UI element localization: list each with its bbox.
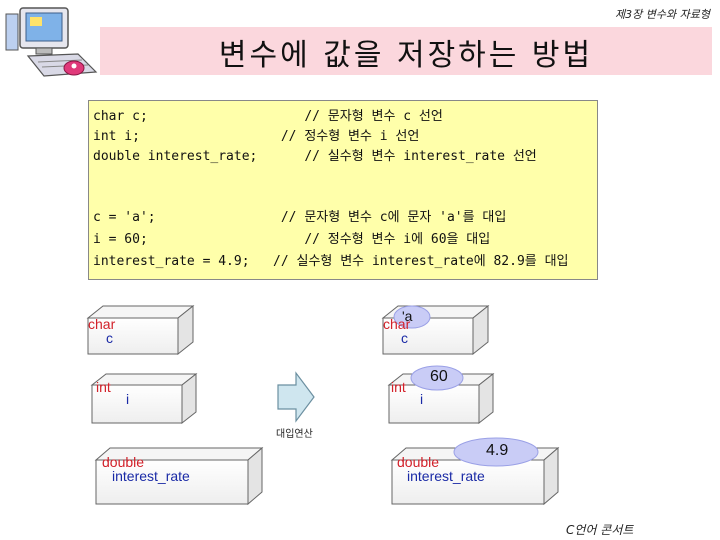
char-type-label: char <box>383 316 411 332</box>
double-value-label: 4.9 <box>486 442 509 459</box>
code-line: i = 60; // 정수형 변수 i에 60을 대입 <box>93 232 491 247</box>
chapter-label: 제3장 변수와 자료형 <box>615 8 710 21</box>
code-line: int i; // 정수형 변수 i 선언 <box>93 129 420 144</box>
code-line: c = 'a'; // 문자형 변수 c에 문자 'a'를 대입 <box>93 210 507 225</box>
code-line: char c; // 문자형 변수 c 선언 <box>93 109 443 124</box>
int-value-label: 60 <box>430 368 448 385</box>
footer-label: C언어 콘서트 <box>566 523 634 537</box>
code-block: char c; // 문자형 변수 c 선언 int i; // 정수형 변수 … <box>88 100 598 280</box>
double-type-label: double <box>102 454 145 470</box>
int-type-label: int <box>391 379 406 395</box>
int-var-label: i <box>126 391 130 407</box>
double-type-label: double <box>397 454 440 470</box>
code-line: double interest_rate; // 실수형 변수 interest… <box>93 149 537 164</box>
arrow-caption: 대입연산 <box>276 429 313 440</box>
int-box-before <box>90 372 198 425</box>
char-box-after <box>381 304 490 356</box>
int-var-label: i <box>420 391 424 407</box>
char-var-label: c <box>401 330 408 346</box>
char-var-label: c <box>106 330 113 346</box>
int-type-label: int <box>96 379 111 395</box>
double-box-after <box>390 437 560 506</box>
double-var-label: interest_rate <box>407 468 485 484</box>
assign-arrow-icon <box>277 371 315 423</box>
title-banner <box>100 27 712 75</box>
double-box-before <box>94 446 264 506</box>
char-value-label: 'a <box>402 308 413 324</box>
int-box-after <box>387 365 495 425</box>
code-line: interest_rate = 4.9; // 실수형 변수 interest_… <box>93 254 569 269</box>
char-type-label: char <box>88 316 116 332</box>
char-box-before <box>86 304 195 356</box>
double-var-label: interest_rate <box>112 468 190 484</box>
page-title: 변수에 값을 저장하는 방법 <box>218 38 594 73</box>
